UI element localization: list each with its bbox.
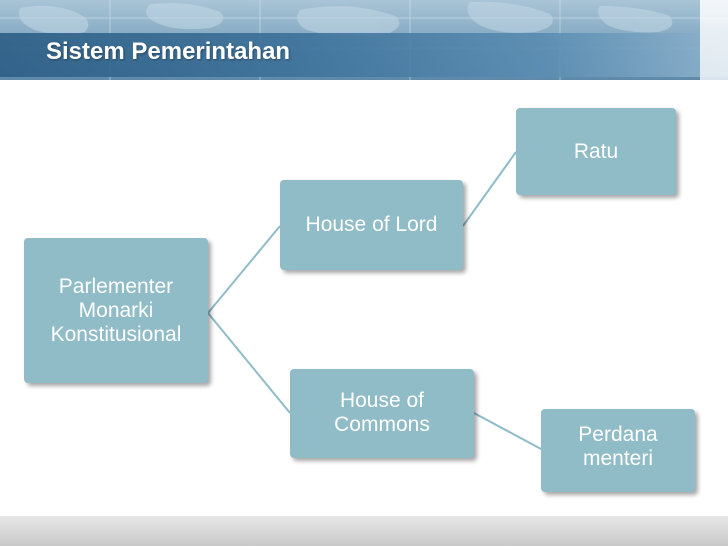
connector-root-commons (207, 312, 291, 414)
node-label-house-of-lord: House of Lord (305, 213, 438, 236)
footer-bar (0, 516, 728, 546)
connector-commons-perdana (473, 412, 542, 450)
node-label-house-of-commons: House of Commons (334, 389, 430, 436)
world-map-texture (0, 0, 728, 80)
title-bar (0, 33, 728, 77)
banner-edge (700, 0, 728, 80)
node-label-perdana-menteri: Perdana menteri (578, 423, 658, 470)
node-house-of-lord: House of Lord (280, 180, 463, 270)
node-parlementer-monarki-konstitusional: Parlementer Monarki Konstitusional (24, 238, 208, 383)
node-label-root: Parlementer Monarki Konstitusional (50, 274, 182, 346)
connector-lord-ratu (462, 151, 517, 227)
node-label-ratu: Ratu (573, 140, 619, 163)
node-house-of-commons: House of Commons (290, 369, 474, 458)
node-ratu: Ratu (516, 108, 676, 195)
connector-root-lord (207, 225, 281, 314)
node-perdana-menteri: Perdana menteri (541, 409, 695, 492)
page-title: Sistem Pemerintahan (46, 38, 291, 65)
